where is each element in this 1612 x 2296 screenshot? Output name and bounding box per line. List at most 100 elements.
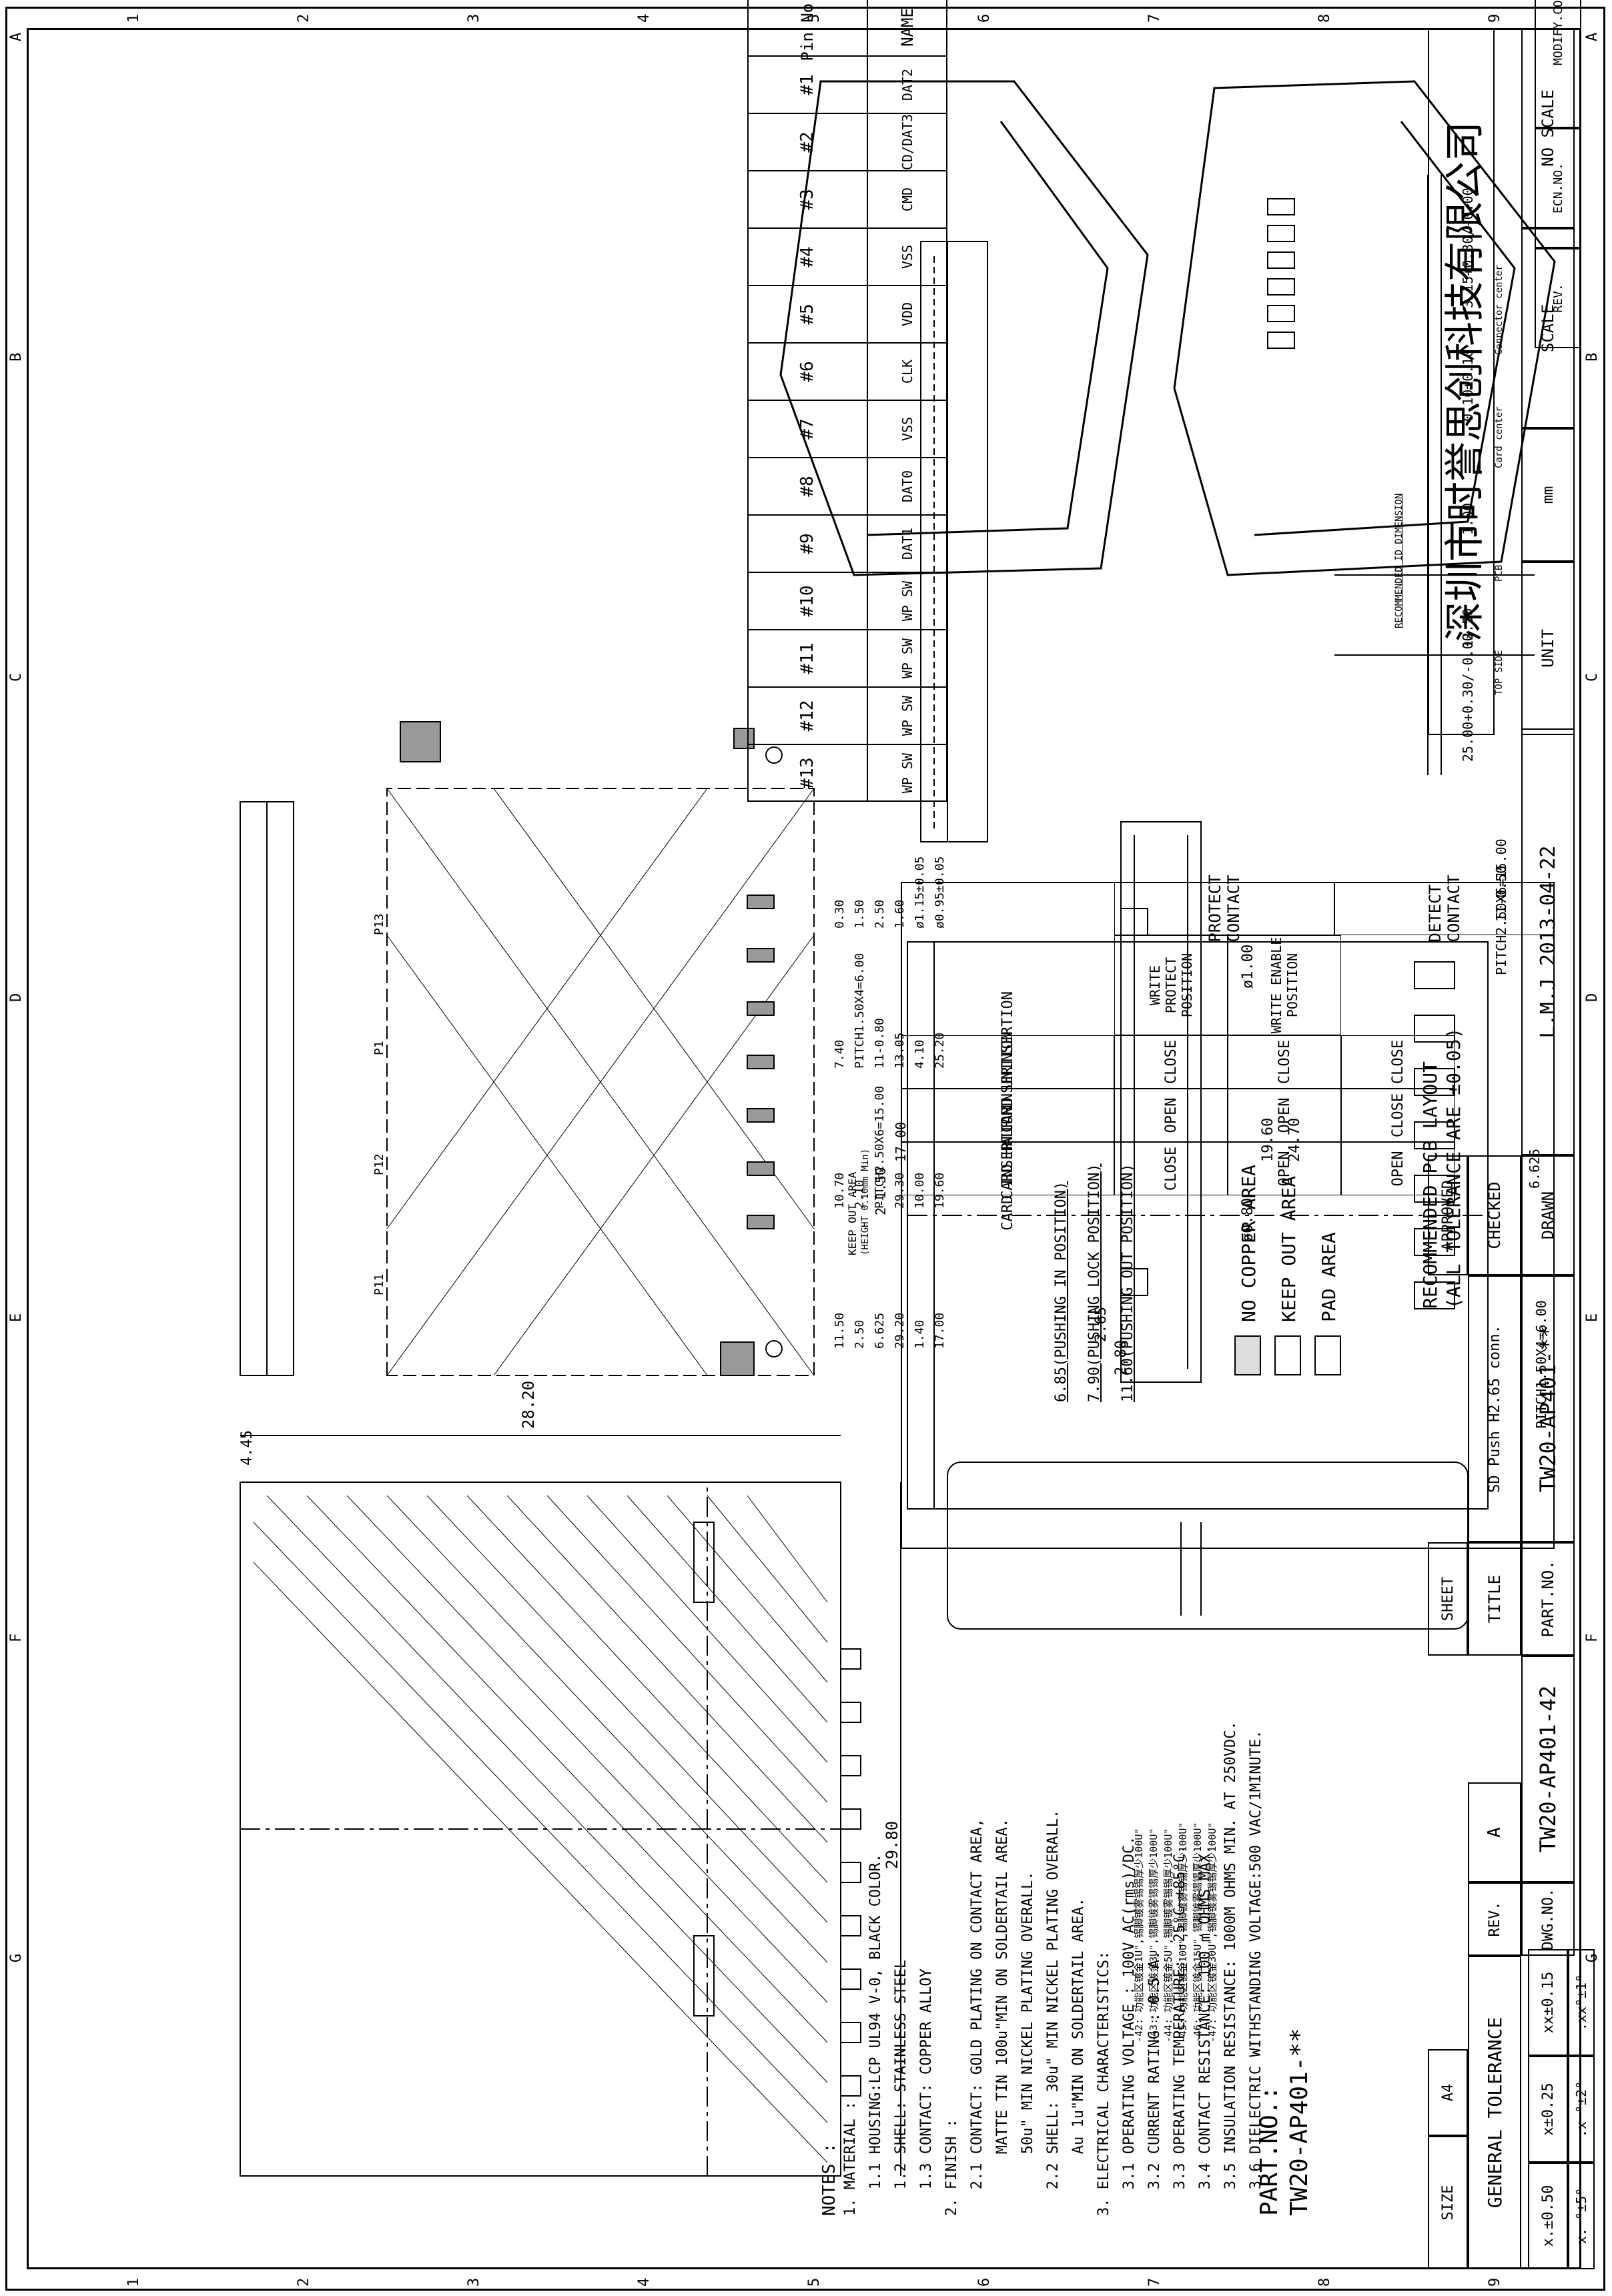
- switch-sub-header: WRITE PROTECT POSITION: [1114, 935, 1228, 1035]
- pcb-dim: PITCH2.50X6=15.00: [873, 1085, 887, 1209]
- zone-col-mark-left: 4: [636, 2277, 653, 2287]
- zone-col-mark-left: 6: [976, 2277, 993, 2287]
- notes-heading: NOTES :: [819, 2143, 839, 2216]
- switch-sub-header: WRITE ENABLE POSITION: [1228, 935, 1341, 1035]
- pcb-dim: 6.625: [873, 1312, 887, 1349]
- tol-angular: x. °±5°: [1568, 2163, 1595, 2269]
- dim-top-height: 28.20: [519, 1380, 538, 1429]
- dim-top-side: 4.45: [239, 1430, 256, 1466]
- sheet-label: SHEET: [1428, 1542, 1468, 1656]
- switch-cell: OPEN: [1228, 1142, 1341, 1195]
- zone-row-mark-bottom: E: [1584, 1313, 1601, 1322]
- part-variant: -46: 功能区镀金15U",锡脚镀雾锡锡厚少100U": [1192, 1822, 1204, 2043]
- pin-table-name: CMD: [867, 171, 947, 228]
- zone-col-mark-right: 9: [1487, 13, 1503, 23]
- pcb-dim: 11-0.80: [873, 1018, 887, 1069]
- zone-col-mark-left: 3: [466, 2277, 482, 2287]
- pin-table-name: DAT1: [867, 515, 947, 572]
- zone-col-mark-right: 3: [466, 13, 482, 23]
- pin-table-pin: #9: [747, 515, 867, 572]
- pin-table-name: VDD: [867, 285, 947, 343]
- zone-row-mark-top: A: [8, 32, 25, 41]
- pin-table-pin: #8: [747, 458, 867, 515]
- zone-row-mark-top: E: [8, 1313, 25, 1322]
- notes-line: Au 1u"MIN ON SOLDERTAIL AREA.: [1070, 1898, 1087, 2216]
- zone-row-mark-bottom: C: [1584, 672, 1601, 682]
- title-label: TITLE: [1468, 1542, 1521, 1656]
- switch-col-header: PROTECT CONTACT: [1114, 875, 1334, 943]
- part-variant: -45: 功能区镀金10U",锡脚镀雾锡锡厚少100U": [1177, 1822, 1189, 2043]
- tol-linear: x.±0.50: [1528, 2163, 1568, 2269]
- dwg-no: TW20-AP401-42: [1521, 1656, 1575, 1882]
- tol-angular: .xx°±1°: [1568, 1949, 1595, 2056]
- approved-label: APPROVED: [1428, 1155, 1468, 1275]
- pin-table-pin: #13: [747, 744, 867, 802]
- pin-table-name: WP SW: [867, 687, 947, 744]
- tol-linear: xx±0.15: [1528, 1949, 1568, 2056]
- rev-label: REV.: [1468, 1882, 1521, 1956]
- switch-cell: CLOSE: [1114, 1142, 1228, 1195]
- pin-table-name: VSS: [867, 400, 947, 458]
- id-pcb: PCB: [1494, 564, 1505, 582]
- part-no-label: PART.NO.:: [1256, 2085, 1283, 2216]
- switch-cell: OPEN: [1114, 1089, 1228, 1142]
- pin-table-pin: #5: [747, 285, 867, 343]
- pin-table-name: WP SW: [867, 572, 947, 630]
- id-connector-center: Connector center: [1494, 265, 1505, 355]
- pin-table-name: CD/DAT3: [867, 113, 947, 171]
- pin-table-pin: #1: [747, 56, 867, 113]
- pin-table-name: WP SW: [867, 630, 947, 687]
- notes-line: 1.1 HOUSING:LCP UL94 V-0, BLACK COLOR.: [867, 1853, 884, 2216]
- part-no: TW20-AP401-**: [1521, 1275, 1575, 1542]
- company-name: 深圳市时誉思创科技有限公司: [1428, 28, 1495, 735]
- tol-linear: x±0.25: [1528, 2056, 1568, 2163]
- zone-col-mark-right: 6: [976, 13, 993, 23]
- pcb-dim: 1.50: [853, 899, 867, 929]
- rev: A: [1468, 1782, 1521, 1882]
- pin-table-name: DAT0: [867, 458, 947, 515]
- zone-row-mark-bottom: F: [1584, 1633, 1601, 1642]
- pcb-dim: 2.10: [853, 1179, 867, 1209]
- zone-col-mark-right: 7: [1146, 13, 1163, 23]
- scale-label: SCALE: [1521, 228, 1575, 428]
- pin-table-name: VSS: [867, 228, 947, 285]
- zone-col-mark-left: 8: [1316, 2277, 1333, 2287]
- general-tolerance-label: GENERAL TOLERANCE: [1468, 1956, 1521, 2269]
- switch-cell: CLOSE: [1114, 1035, 1228, 1089]
- zone-col-mark-left: 5: [806, 2277, 823, 2287]
- pin-table-name: CLK: [867, 343, 947, 400]
- zone-row-mark-top: B: [8, 352, 25, 362]
- zone-col-mark-left: 7: [1146, 2277, 1163, 2287]
- switch-cell: CLOSE: [1228, 1035, 1341, 1089]
- pin-table-header: Pin No.: [747, 0, 867, 61]
- notes-line: 1.2 SHELL: STAINLESS STEEL: [893, 1959, 909, 2216]
- id-label: RECOMMENDED ID DIMENSION: [1394, 493, 1404, 628]
- drawn: L.M.J 2013-04-22: [1521, 728, 1575, 1155]
- part-variant: -47: 功能区镀金30U",锡脚镀雾锡锡厚少100U": [1206, 1822, 1218, 2043]
- zone-row-mark-bottom: D: [1584, 993, 1601, 1002]
- pin-table-pin: #12: [747, 687, 867, 744]
- pin-table-name: DAT2: [867, 56, 947, 113]
- dim-top-width: 29.80: [883, 1820, 901, 1869]
- notes-line: MATTE TIN 100u"MIN ON SOLDERTAIL AREA.: [994, 1818, 1011, 2216]
- scale: NO SCALE: [1521, 28, 1575, 228]
- zone-col-mark-left: 1: [125, 2277, 142, 2287]
- pcb-dim: 0.30: [833, 899, 847, 929]
- title: SD Push H2.65 conn.: [1468, 1275, 1521, 1542]
- pin-table-pin: #3: [747, 171, 867, 228]
- switch-cell: CLOSE: [1341, 1035, 1455, 1089]
- part-variant: -43: 功能区镀金3U",锡脚镀雾锡锡厚少100U": [1148, 1828, 1160, 2043]
- notes-line: 2. FINISH :: [943, 2119, 960, 2216]
- tol-angular: .x °±2°: [1568, 2056, 1595, 2163]
- pin-table-pin: #10: [747, 572, 867, 630]
- zone-col-mark-left: 9: [1487, 2277, 1503, 2287]
- notes-line: 2.2 SHELL: 30u" MIN NICKEL PLATING OVERA…: [1045, 1809, 1062, 2216]
- pin-table-pin: #2: [747, 113, 867, 171]
- pin-table-pin: #6: [747, 343, 867, 400]
- pcb-pin-label: P13: [372, 913, 386, 935]
- pin-table-name: WP SW: [867, 744, 947, 802]
- unit: mm: [1521, 428, 1575, 562]
- unit-label: UNIT: [1521, 562, 1575, 735]
- zone-col-mark-left: 2: [296, 2277, 312, 2287]
